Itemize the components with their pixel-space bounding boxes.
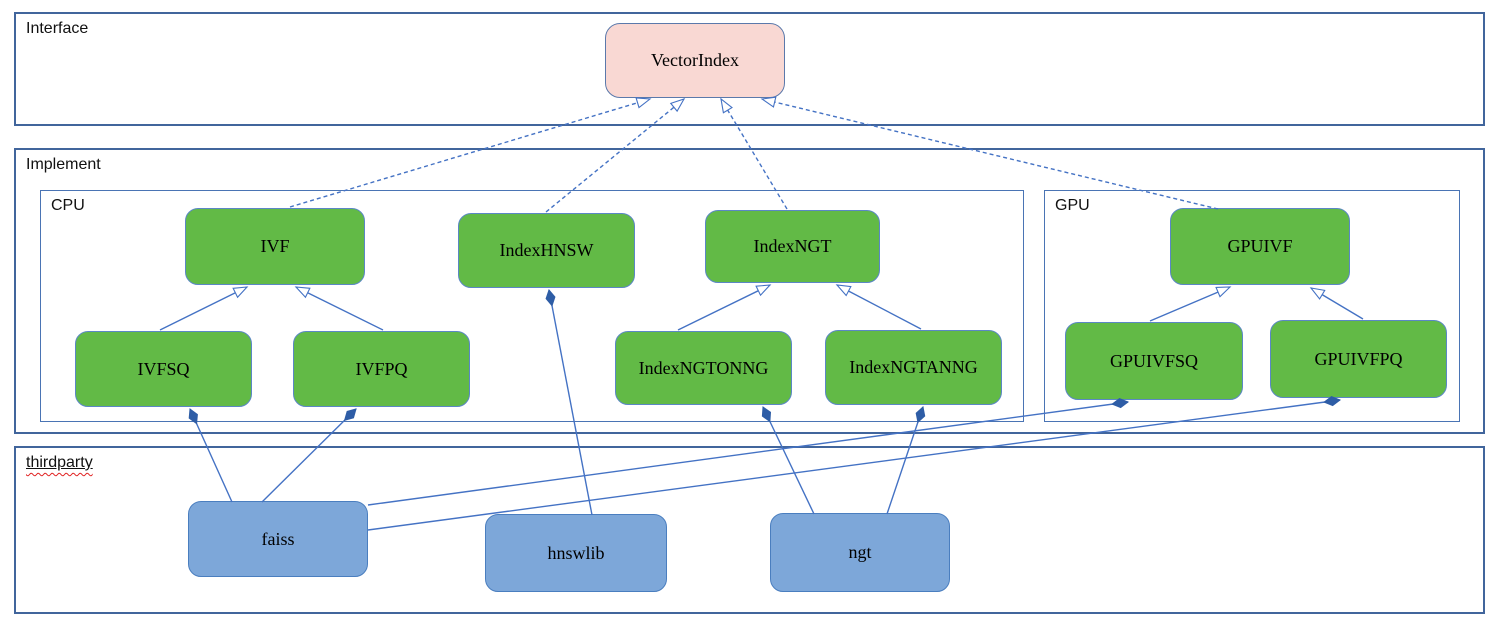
node-vectorindex[interactable]: VectorIndex bbox=[605, 23, 785, 98]
container-cpu-label: CPU bbox=[51, 197, 85, 214]
node-gpuivfsq[interactable]: GPUIVFSQ bbox=[1065, 322, 1243, 400]
container-thirdparty-label: thirdparty bbox=[26, 454, 93, 472]
node-indexhnsw[interactable]: IndexHNSW bbox=[458, 213, 635, 288]
container-interface-label: Interface bbox=[26, 20, 89, 37]
node-indexngtonng[interactable]: IndexNGTONNG bbox=[615, 331, 792, 405]
node-ivfpq[interactable]: IVFPQ bbox=[293, 331, 470, 407]
container-implement-label: Implement bbox=[26, 156, 101, 173]
node-ivfsq[interactable]: IVFSQ bbox=[75, 331, 252, 407]
node-ivf[interactable]: IVF bbox=[185, 208, 365, 285]
node-gpuivfpq[interactable]: GPUIVFPQ bbox=[1270, 320, 1447, 398]
node-hnswlib[interactable]: hnswlib bbox=[485, 514, 667, 592]
node-indexngt[interactable]: IndexNGT bbox=[705, 210, 880, 283]
spellcheck-underline: thirdparty bbox=[26, 454, 93, 471]
node-indexngtanng[interactable]: IndexNGTANNG bbox=[825, 330, 1002, 405]
container-gpu-label: GPU bbox=[1055, 197, 1090, 214]
node-faiss[interactable]: faiss bbox=[188, 501, 368, 577]
node-ngt[interactable]: ngt bbox=[770, 513, 950, 592]
node-gpuivf[interactable]: GPUIVF bbox=[1170, 208, 1350, 285]
